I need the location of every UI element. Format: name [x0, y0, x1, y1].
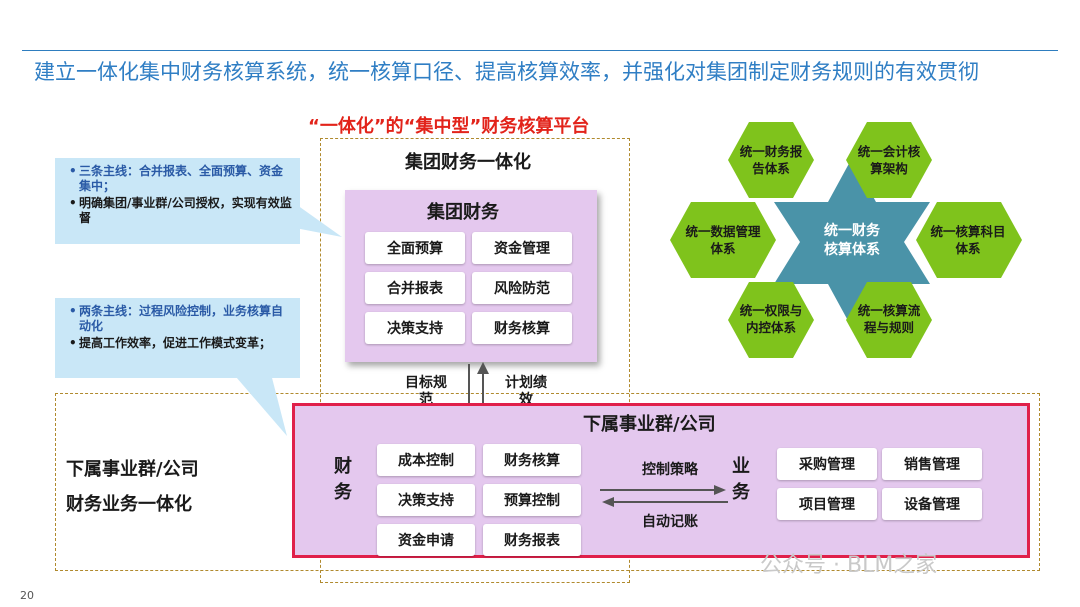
group-item-risk: 风险防范: [472, 272, 572, 304]
hex-3-line-1: 统一数据管理: [685, 224, 761, 239]
hex-petal-6: 统一核算流 程与规则: [846, 282, 932, 358]
flow-label-line: 计划绩: [505, 375, 547, 391]
vertical-char: 务: [732, 482, 750, 503]
vertical-char: 业: [732, 456, 750, 477]
sub-finance-cost: 成本控制: [377, 444, 475, 476]
sub-business-equipment: 设备管理: [882, 488, 982, 520]
group-item-budget: 全面预算: [365, 232, 465, 264]
vertical-char: 务: [334, 482, 352, 503]
subsidiary-box: 下属事业群/公司 财务 成本控制 财务核算 决策支持 预算控制 资金申请 财务报…: [292, 403, 1030, 558]
group-unification-label: 集团财务一体化: [405, 152, 531, 173]
hex-5-line-2: 内控体系: [746, 320, 797, 335]
top-rule: [22, 50, 1058, 51]
hex-6-line-2: 程与规则: [864, 320, 914, 335]
platform-title: “一体化”的“集中型”财务核算平台: [308, 116, 590, 137]
hex-petal-5: 统一权限与 内控体系: [728, 282, 814, 358]
hex-petal-4: 统一核算科目 体系: [916, 202, 1022, 278]
group-item-accounting: 财务核算: [472, 312, 572, 344]
flow-label-line: 目标规: [405, 375, 447, 391]
center-label-line-2: 核算体系: [824, 241, 880, 258]
center-label-line-1: 统一财务: [824, 222, 881, 239]
sub-business-project: 项目管理: [777, 488, 877, 520]
callout-1-text: 明确集团/事业群/公司授权，实现有效监督: [69, 196, 292, 226]
unified-accounting-system-diagram: 统一财务报 告体系 统一会计核 算架构 统一数据管理 体系 统一核算科目 体系 …: [670, 122, 1022, 358]
business-label: 业务: [731, 456, 751, 504]
horizontal-flow-arrows: [600, 485, 728, 507]
auto-posting-label: 自动记账: [642, 514, 698, 530]
hex-4-line-2: 体系: [955, 241, 981, 256]
callout-2-text: 提高工作效率，促进工作模式变革；: [69, 336, 292, 351]
business-vertical-label: 业务: [731, 456, 751, 504]
group-item-decision: 决策支持: [365, 312, 465, 344]
subsidiary-left-label-2: 财务业务一体化: [66, 494, 192, 515]
group-item-funds: 资金管理: [472, 232, 572, 264]
control-strategy-label: 控制策略: [642, 462, 698, 478]
hex-petal-2: 统一会计核 算架构: [846, 122, 932, 198]
callout-1: 三条主线：合并报表、全面预算、资金集中； 明确集团/事业群/公司授权，实现有效监…: [55, 158, 300, 244]
hex-2-line-2: 算架构: [870, 161, 908, 176]
sub-finance-reports: 财务报表: [483, 524, 581, 556]
sub-business-sales: 销售管理: [882, 448, 982, 480]
hex-5-line-1: 统一权限与: [740, 303, 803, 318]
hex-4-line-1: 统一核算科目: [930, 224, 1005, 239]
subsidiary-left-label-1: 下属事业群/公司: [66, 459, 199, 480]
callout-2-highlight: 两条主线：过程风险控制，业务核算自动化: [69, 304, 292, 334]
finance-vertical-label: 财务: [333, 456, 353, 504]
group-dashed-frame: [320, 138, 630, 583]
group-finance-box: 集团财务 全面预算 资金管理 合并报表 风险防范 决策支持 财务核算: [345, 190, 597, 362]
callout-2-tail: [230, 370, 287, 436]
page-number: 20: [20, 589, 34, 602]
star-shape: [774, 158, 930, 328]
callout-1-tail: [290, 200, 342, 237]
sub-finance-budget: 预算控制: [483, 484, 581, 516]
hex-petal-1: 统一财务报 告体系: [728, 122, 814, 198]
callout-2: 两条主线：过程风险控制，业务核算自动化 提高工作效率，促进工作模式变革；: [55, 298, 300, 378]
group-item-consolidation: 合并报表: [365, 272, 465, 304]
watermark: 公众号 · BLM之家: [760, 553, 938, 578]
hex-6-line-1: 统一核算流: [858, 303, 921, 318]
callout-1-highlight: 三条主线：合并报表、全面预算、资金集中；: [69, 164, 292, 194]
hex-1-line-2: 告体系: [752, 161, 790, 176]
sub-business-purchase: 采购管理: [777, 448, 877, 480]
sub-finance-accounting: 财务核算: [483, 444, 581, 476]
hex-1-line-1: 统一财务报: [740, 144, 803, 159]
hex-petal-3: 统一数据管理 体系: [670, 202, 776, 278]
vertical-char: 财: [334, 456, 352, 477]
hex-3-line-2: 体系: [710, 241, 736, 256]
finance-label: 财务: [333, 456, 353, 504]
subsidiary-dashed-frame: [55, 393, 1040, 571]
sub-finance-funds: 资金申请: [377, 524, 475, 556]
page-title: 建立一体化集中财务核算系统，统一核算口径、提高核算效率，并强化对集团制定财务规则…: [34, 60, 979, 84]
hex-2-line-1: 统一会计核: [858, 144, 921, 159]
group-finance-title: 集团财务: [427, 202, 499, 223]
sub-finance-decision: 决策支持: [377, 484, 475, 516]
subsidiary-title: 下属事业群/公司: [583, 414, 716, 435]
